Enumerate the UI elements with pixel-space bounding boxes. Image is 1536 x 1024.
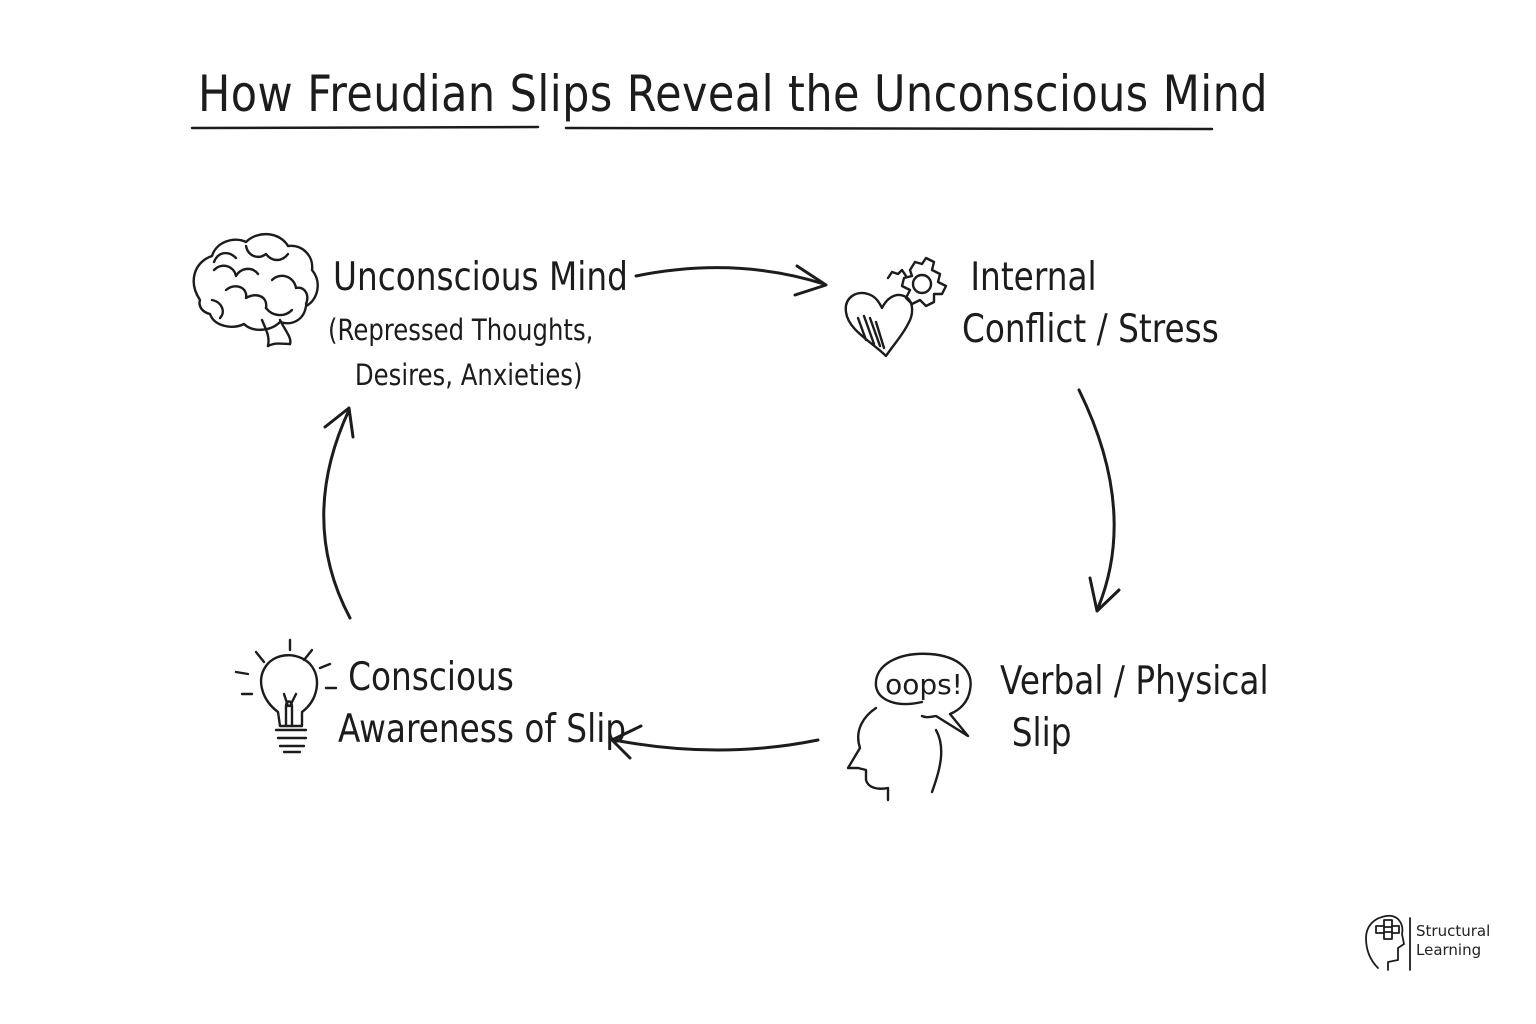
logo-line2: Learning (1416, 941, 1482, 959)
arrow-awareness-to-unconscious (322, 406, 355, 620)
structural-learning-logo: Structural Learning (1416, 922, 1490, 960)
node-conflict-line1: Internal (970, 255, 1097, 300)
logo-line1: Structural (1416, 922, 1491, 940)
node-unconscious-detail: (Repressed Thoughts, Desires, Anxieties) (328, 308, 593, 398)
speech-bubble-text: oops! (885, 668, 963, 701)
page-title: How Freudian Slips Reveal the Unconsciou… (198, 65, 1269, 123)
node-awareness-label: Conscious Awareness of Slip (338, 652, 626, 756)
node-conflict-label: Internal Conflict / Stress (962, 252, 1219, 356)
node-conflict-line2: Conflict / Stress (962, 307, 1219, 352)
node-awareness-line2: Awareness of Slip (338, 707, 627, 752)
node-slip-line1: Verbal / Physical (1000, 659, 1269, 704)
brain-icon (192, 233, 319, 348)
structural-learning-logo-icon (1365, 914, 1411, 971)
node-unconscious-detail-line1: (Repressed Thoughts, (328, 313, 594, 347)
node-slip-label: Verbal / Physical Slip (1000, 656, 1269, 760)
node-unconscious-title: Unconscious Mind (333, 255, 628, 300)
node-awareness-line1: Conscious (348, 655, 514, 700)
title-underline-2 (564, 126, 1214, 131)
heart-gear-icon (844, 256, 948, 358)
head-speech-bubble-icon (846, 652, 972, 802)
arrow-unconscious-to-conflict (634, 264, 828, 297)
lightbulb-icon (234, 638, 338, 754)
arrow-conflict-to-slip (1077, 388, 1121, 613)
node-unconscious-label: Unconscious Mind (333, 252, 628, 304)
node-slip-line2: Slip (1011, 711, 1072, 756)
title-underline (190, 125, 540, 130)
node-unconscious-detail-line2: Desires, Anxieties) (354, 358, 583, 392)
arrow-slip-to-awareness (610, 724, 820, 760)
